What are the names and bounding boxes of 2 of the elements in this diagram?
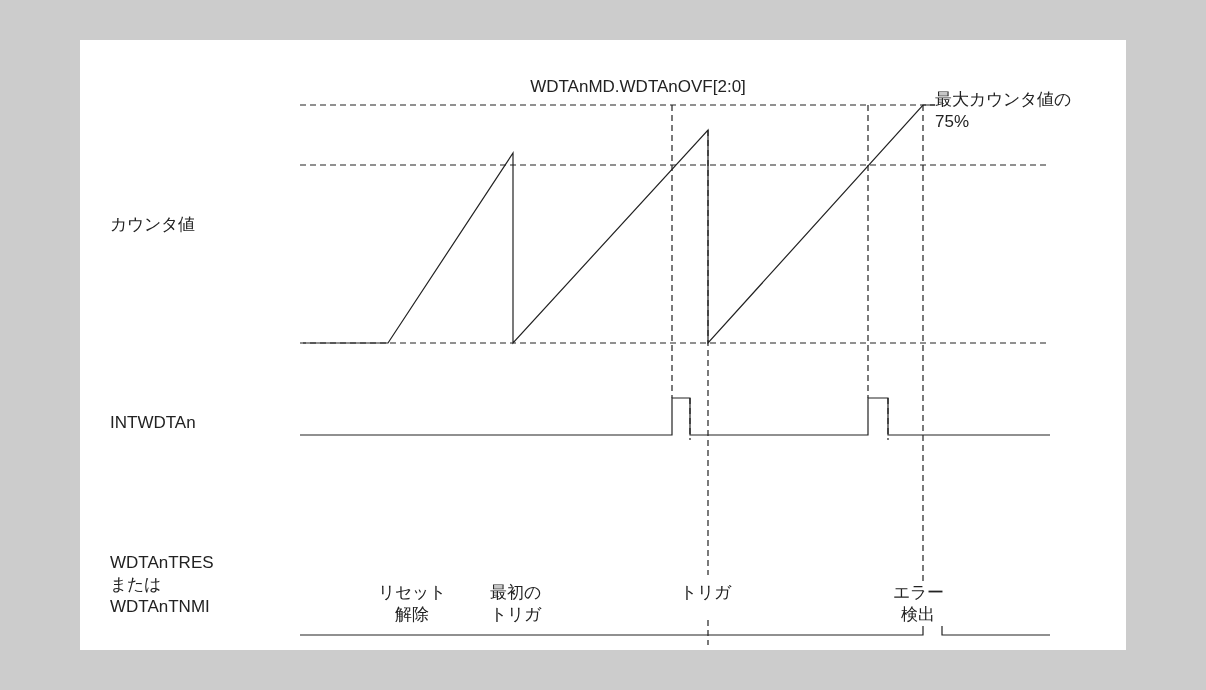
signal-label: カウンタ値 bbox=[110, 214, 195, 236]
event-label: 最初のトリガ bbox=[487, 582, 543, 626]
